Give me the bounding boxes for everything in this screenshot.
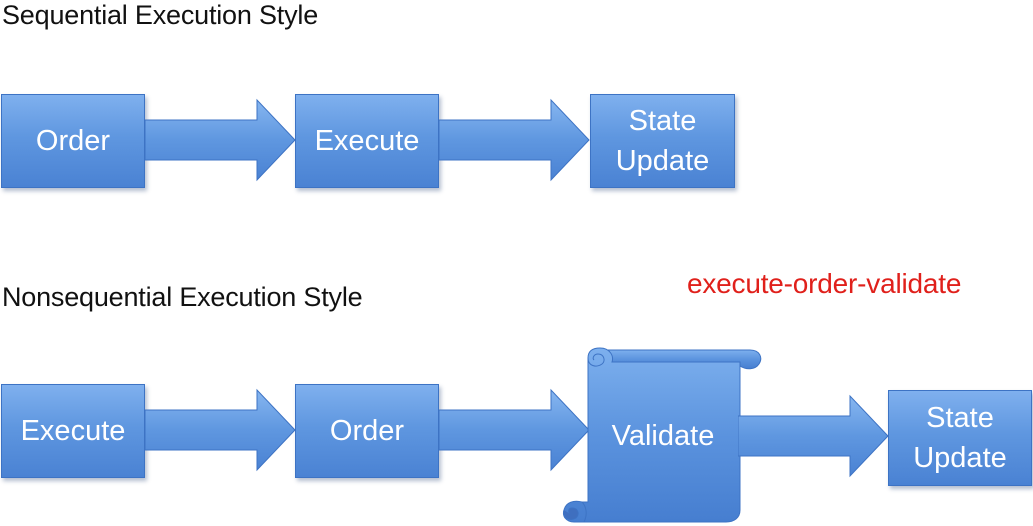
validate-scroll-icon	[563, 347, 762, 523]
seq-step-execute-label: Execute	[314, 125, 420, 157]
seq-step-order-label: Order	[35, 125, 111, 157]
nonseq-step-order: Order	[295, 384, 439, 478]
nonseq-arrow-3	[738, 394, 889, 478]
sequential-title: Sequential Execution Style	[2, 0, 319, 30]
nonseq-step-state-update: State Update	[888, 390, 1032, 486]
nonseq-step-execute: Execute	[1, 384, 145, 478]
nonseq-arrow-2	[439, 388, 590, 472]
seq-arrow-1	[145, 98, 296, 182]
nonsequential-title: Nonsequential Execution Style	[2, 282, 363, 312]
seq-step-execute: Execute	[295, 94, 439, 188]
nonseq-step-validate: Validate	[611, 420, 715, 452]
seq-arrow-2	[439, 98, 590, 182]
nonseq-step-execute-label: Execute	[20, 415, 126, 447]
seq-step-state-update: State Update	[590, 94, 735, 188]
seq-step-order: Order	[1, 94, 145, 188]
nonseq-step-order-label: Order	[329, 415, 405, 447]
nonseq-arrow-1	[145, 388, 296, 472]
nonseq-step-state-update-line1: State	[926, 402, 994, 434]
seq-step-state-update-line1: State	[628, 105, 697, 137]
seq-step-state-update-line2: Update	[615, 145, 710, 177]
execute-order-validate-annotation: execute-order-validate	[687, 268, 962, 299]
nonseq-step-state-update-line2: Update	[913, 442, 1007, 474]
